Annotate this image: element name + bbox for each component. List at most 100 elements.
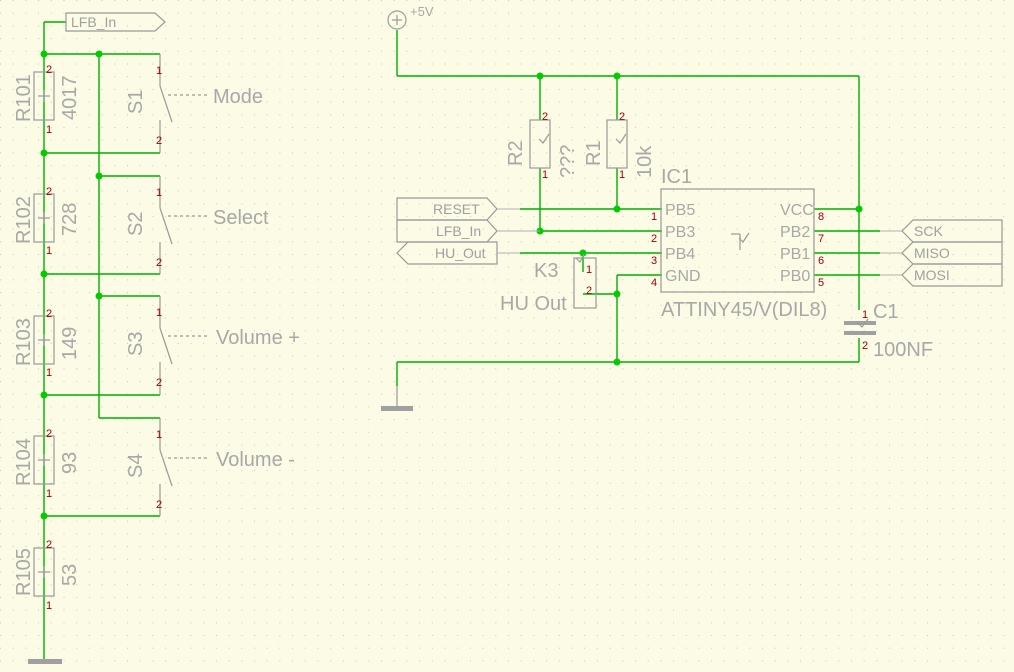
- resistor-value: 728: [59, 203, 81, 236]
- capacitor-value: 100NF: [873, 339, 933, 361]
- resistor-value: 4017: [59, 76, 81, 121]
- connector-k3[interactable]: 1 2 K3 HU Out: [500, 253, 597, 315]
- pin-num: 2: [46, 539, 52, 551]
- switch-label: Mode: [213, 86, 263, 108]
- switch-label: Select: [213, 207, 269, 229]
- resistor-ref: R2: [505, 140, 527, 166]
- resistor-r103[interactable]: 2 1 R103 149: [13, 308, 81, 379]
- resistor-r104[interactable]: 2 1 R104 93: [13, 428, 81, 500]
- ic-pin-num: 8: [818, 211, 824, 223]
- net-label-mosi[interactable]: MOSI: [880, 263, 1003, 287]
- resistor-r2[interactable]: 2 1 R2 ???: [505, 111, 579, 181]
- switch-ref: S2: [125, 212, 147, 236]
- pin-num: 1: [542, 169, 548, 181]
- net-label-lfb-in-top-text: LFB_In: [71, 14, 116, 30]
- ic-pin-name: VCC: [780, 202, 814, 219]
- net-label-reset[interactable]: RESET: [396, 197, 520, 221]
- pin-num: 2: [46, 308, 52, 320]
- supply-label: +5V: [410, 4, 434, 19]
- resistor-value: 53: [59, 564, 81, 586]
- resistor-value: 149: [59, 327, 81, 360]
- pin-num: 1: [46, 245, 52, 257]
- pin-num: 2: [156, 257, 162, 269]
- ic-pin-name: GND: [665, 268, 701, 285]
- net-label-text: MOSI: [914, 267, 950, 283]
- net-label-text: HU_Out: [435, 245, 486, 261]
- net-label-lfb-in[interactable]: LFB_In: [396, 219, 540, 243]
- capacitor-c1[interactable]: 1 2 C1 100NF: [844, 301, 933, 361]
- pin-num: 2: [46, 428, 52, 440]
- switch-s2[interactable]: 1 2 S2 Select: [125, 176, 269, 274]
- ground-symbol-left: [28, 636, 62, 664]
- connector-ref: K3: [534, 260, 558, 282]
- pin-num: 2: [46, 64, 52, 76]
- ic-pin-num: 7: [818, 233, 824, 245]
- resistor-value: ???: [557, 145, 579, 178]
- pin-num: 2: [156, 499, 162, 511]
- switch-s4[interactable]: 1 2 S4 Volume -: [125, 418, 295, 516]
- resistor-r101[interactable]: 2 1 R101 4017: [13, 64, 81, 136]
- net-label-sck[interactable]: SCK: [880, 219, 1003, 243]
- switch-s3[interactable]: 1 2 S3 Volume +: [125, 296, 300, 395]
- net-label-miso[interactable]: MISO: [880, 241, 1003, 265]
- resistor-ref: R105: [13, 548, 35, 596]
- ic-pin-num: 3: [651, 255, 657, 267]
- net-label-text: RESET: [433, 201, 480, 217]
- ladder-wires: [43, 21, 160, 636]
- net-label-lfb-in-top[interactable]: LFB_In: [65, 12, 166, 32]
- pin-num: 2: [619, 111, 625, 123]
- circuit-wires: [396, 30, 880, 386]
- pin-num: 2: [46, 186, 52, 198]
- resistor-ref: R102: [13, 196, 35, 244]
- resistor-ref: R101: [13, 74, 35, 122]
- pin-num: 2: [542, 111, 548, 123]
- pin-num: 1: [46, 600, 52, 612]
- pin-num: 1: [156, 429, 162, 441]
- resistor-r105[interactable]: 2 1 R105 53: [13, 539, 81, 612]
- connector-label: HU Out: [500, 293, 567, 315]
- net-label-text: MISO: [914, 245, 950, 261]
- resistor-value: 10k: [634, 145, 656, 178]
- ic-attiny45[interactable]: IC1 ATTINY45/V(DIL8) 1 2 3 4 PB5 PB3 PB4…: [651, 166, 827, 321]
- ic-pin-name: PB3: [665, 224, 695, 241]
- pin-num: 1: [586, 264, 592, 276]
- pin-num: 2: [156, 135, 162, 147]
- resistor-r102[interactable]: 2 1 R102 728: [13, 186, 81, 257]
- resistor-ref: R1: [583, 140, 605, 166]
- switch-label: Volume +: [216, 327, 300, 349]
- capacitor-ref: C1: [873, 301, 899, 323]
- switch-label: Volume -: [216, 449, 295, 471]
- ic-part: ATTINY45/V(DIL8): [661, 299, 827, 321]
- pin-num: 2: [586, 285, 592, 297]
- pin-num: 2: [156, 377, 162, 389]
- pin-num: 1: [619, 169, 625, 181]
- pin-num: 1: [156, 187, 162, 199]
- resistor-ref: R104: [13, 438, 35, 486]
- ic-pin-name: PB1: [780, 246, 810, 263]
- switch-ref: S4: [125, 454, 147, 478]
- switch-s1[interactable]: 1 2 S1 Mode: [125, 54, 263, 153]
- pin-num: 1: [862, 309, 868, 321]
- pin-num: 1: [46, 124, 52, 136]
- resistor-value: 93: [59, 452, 81, 474]
- net-label-text: SCK: [914, 223, 943, 239]
- ladder-junctions: [40, 50, 103, 520]
- pin-num: 1: [46, 488, 52, 500]
- switch-ref: S3: [125, 332, 147, 356]
- ic-pin-name: PB4: [665, 246, 695, 263]
- net-label-hu-out[interactable]: HU_Out: [396, 241, 520, 265]
- ic-pin-name: PB2: [780, 224, 810, 241]
- pin-num: 1: [46, 367, 52, 379]
- pin-num: 1: [156, 307, 162, 319]
- ic-pin-num: 4: [651, 277, 657, 289]
- ic-pin-name: PB5: [665, 202, 695, 219]
- ic-pin-num: 5: [818, 277, 824, 289]
- switch-ref: S1: [125, 90, 147, 114]
- net-label-text: LFB_In: [436, 223, 481, 239]
- resistor-ref: R103: [13, 318, 35, 366]
- ic-ref: IC1: [661, 166, 692, 188]
- resistor-r1[interactable]: 2 1 R1 10k: [583, 111, 656, 181]
- supply-5v[interactable]: +5V: [387, 4, 434, 30]
